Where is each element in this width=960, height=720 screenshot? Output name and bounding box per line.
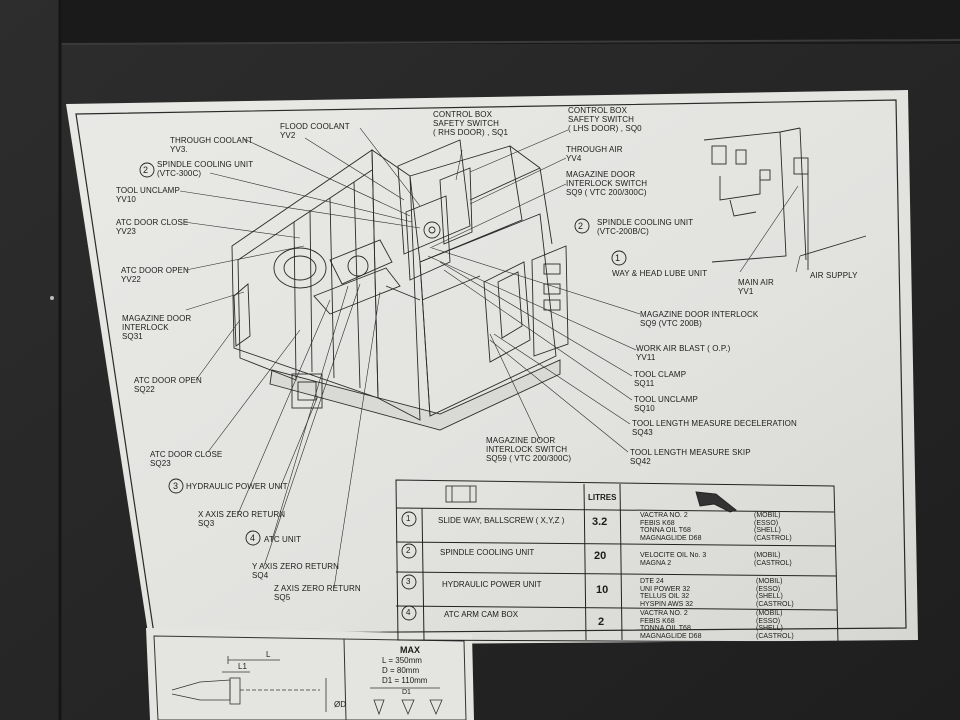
label-hydraulic-power-unit: HYDRAULIC POWER UNIT	[186, 482, 288, 491]
tool-label-d1-value: D1 = 110mm	[382, 676, 428, 685]
table-litres-header: LITRES	[588, 493, 617, 502]
table-row-name: SPINDLE COOLING UNIT	[440, 548, 535, 557]
table-row-name: HYDRAULIC POWER UNIT	[442, 580, 542, 589]
tool-label-od: ØD	[334, 700, 346, 709]
table-row-brands: (MOBIL) (CASTROL)	[754, 552, 792, 567]
num-atc-unit: 4	[250, 533, 256, 543]
table-row-oils: VELOCITE OIL No. 3 MAGNA 2	[640, 552, 707, 567]
num-spindle-cooling-200bc: 2	[578, 221, 584, 231]
table-row-oils: VACTRA NO. 2 FEBIS K68 TONNA OIL T68 MAG…	[640, 610, 702, 640]
table-row-brands: (MOBIL) (ESSO) (SHELL) (CASTROL)	[756, 578, 794, 608]
table-row-num: 4	[406, 608, 411, 617]
tool-label-l: L	[266, 650, 271, 659]
table-row-num: 3	[406, 577, 411, 586]
num-way-head-lube: 1	[615, 253, 621, 263]
tool-label-sheet	[146, 628, 474, 720]
machine-table-icon	[445, 485, 477, 503]
label-work-air-blast: WORK AIR BLAST ( O.P.)YV11	[636, 344, 731, 362]
oil-can-icon	[695, 491, 737, 513]
table-row-litres: 3.2	[592, 516, 608, 528]
table-row-litres: 20	[594, 550, 607, 562]
label-spindle-cooling-200bc: SPINDLE COOLING UNIT(VTC-200B/C)	[597, 218, 694, 236]
table-row-num: 2	[406, 546, 411, 555]
label-way-head-lube: WAY & HEAD LUBE UNIT	[612, 269, 708, 278]
tool-label-l-value: L = 350mm	[382, 656, 422, 665]
table-row-litres: 2	[598, 616, 605, 628]
table-row-name: ATC ARM CAM BOX	[444, 610, 519, 619]
tool-label-l1: L1	[238, 662, 247, 671]
label-air-supply: AIR SUPPLY	[810, 271, 858, 280]
label-spindle-cooling-300c: SPINDLE COOLING UNIT(VTC-300C)	[157, 160, 254, 178]
lube-table-grid	[395, 479, 839, 643]
num-spindle-cooling-300c: 2	[143, 165, 149, 175]
num-hydraulic-power-unit: 3	[173, 481, 179, 491]
cabinet-top-panel	[60, 0, 960, 44]
tool-label-d1: D1	[402, 689, 411, 696]
label-atc-unit: ATC UNIT	[264, 535, 302, 544]
tool-label-max: MAX	[400, 645, 420, 655]
table-row-oils: DTE 24 UNI POWER 32 TELLUS OIL 32 HYSPIN…	[640, 578, 694, 608]
label-sheet	[66, 90, 918, 646]
table-row-brands: (MOBIL) (ESSO) (SHELL) (CASTROL)	[756, 610, 794, 640]
air-supply-drawing	[703, 127, 867, 270]
tool-label-d-value: D = 80mm	[382, 666, 420, 675]
table-row-brands: (MOBIL) (ESSO) (SHELL) (CASTROL)	[754, 512, 792, 542]
table-row-name: SLIDE WAY, BALLSCREW ( X,Y,Z )	[438, 516, 565, 525]
table-row-oils: VACTRA NO. 2 FEBIS K68 TONNA OIL T68 MAG…	[640, 512, 702, 542]
table-row-num: 1	[406, 514, 411, 523]
table-row-litres: 10	[596, 584, 609, 596]
leader-lines	[179, 127, 801, 589]
